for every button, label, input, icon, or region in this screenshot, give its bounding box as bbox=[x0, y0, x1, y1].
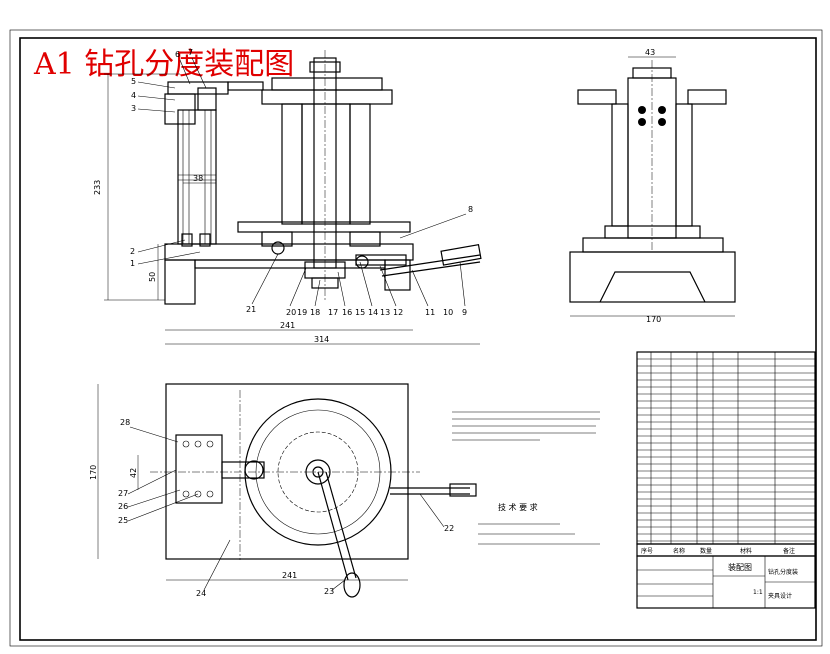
outer-frame bbox=[9, 29, 823, 647]
col-qty: 数量 bbox=[700, 547, 712, 555]
balloon-18: 18 bbox=[310, 308, 320, 317]
balloon-6: 6 bbox=[175, 50, 180, 59]
title-block: 序号 名称 数量 材料 备注 装配图 钻孔分度装 夹具设计 1:1 bbox=[636, 543, 816, 609]
side-view: 43 170 bbox=[569, 48, 736, 324]
top-balloons: 28 27 26 25 24 23 22 bbox=[118, 418, 454, 598]
balloon-11: 11 bbox=[425, 308, 435, 317]
drawing-title: A1 钻孔分度装配图 bbox=[33, 47, 294, 82]
balloon-26: 26 bbox=[118, 502, 128, 511]
scale: 1:1 bbox=[753, 589, 763, 596]
tech-req-title: 技 术 要 求 bbox=[498, 502, 538, 512]
drawing-name: 装配图 bbox=[728, 562, 752, 572]
col-remark: 备注 bbox=[783, 547, 795, 555]
dim-front-width-a: 241 bbox=[280, 321, 295, 330]
balloon-12: 12 bbox=[393, 308, 403, 317]
balloon-14: 14 bbox=[368, 308, 378, 317]
balloon-8: 8 bbox=[468, 205, 473, 214]
unit-name-2: 夹具设计 bbox=[768, 592, 792, 600]
col-name: 名称 bbox=[673, 547, 685, 555]
balloon-1: 1 bbox=[130, 259, 135, 268]
balloon-2: 2 bbox=[130, 247, 135, 256]
balloon-21: 21 bbox=[246, 305, 256, 314]
top-view bbox=[150, 383, 477, 598]
dim-side-width: 170 bbox=[646, 315, 661, 324]
parts-list bbox=[636, 351, 816, 545]
front-balloons: 5 4 3 6 7 8 2 1 bbox=[130, 48, 473, 268]
col-mat: 材料 bbox=[740, 547, 752, 555]
balloon-10: 10 bbox=[443, 308, 453, 317]
front-dimensions: 233 50 38 241 314 bbox=[93, 73, 480, 345]
dim-front-base: 50 bbox=[148, 272, 157, 282]
balloon-17: 17 bbox=[328, 308, 338, 317]
balloon-22: 22 bbox=[444, 524, 454, 533]
balloon-27: 27 bbox=[118, 489, 128, 498]
balloon-7: 7 bbox=[188, 48, 193, 57]
dim-front-height: 233 bbox=[93, 180, 102, 195]
unit-name: 钻孔分度装 bbox=[768, 568, 798, 576]
balloon-20: 20 bbox=[286, 308, 296, 317]
balloon-9: 9 bbox=[462, 308, 467, 317]
balloon-23: 23 bbox=[324, 587, 334, 596]
front-view bbox=[164, 50, 482, 305]
balloon-13: 13 bbox=[380, 308, 390, 317]
dim-top-width: 241 bbox=[282, 571, 297, 580]
tech-notes: 技 术 要 求 bbox=[452, 411, 600, 545]
dim-top-height: 170 bbox=[89, 465, 98, 480]
balloon-28: 28 bbox=[120, 418, 130, 427]
dim-side-top: 43 bbox=[645, 48, 655, 57]
dim-front-inner: 38 bbox=[193, 174, 203, 183]
front-bottom-balloons: 21 20 19 18 17 16 15 14 13 12 11 10 9 bbox=[246, 253, 467, 317]
col-seq: 序号 bbox=[641, 547, 653, 555]
dim-top-inner: 42 bbox=[129, 468, 138, 478]
dim-front-width-b: 314 bbox=[314, 335, 329, 344]
balloon-15: 15 bbox=[355, 308, 365, 317]
balloon-24: 24 bbox=[196, 589, 206, 598]
balloon-16: 16 bbox=[342, 308, 352, 317]
balloon-19: 19 bbox=[297, 308, 307, 317]
top-dimensions: 170 42 241 bbox=[89, 384, 408, 581]
inner-frame bbox=[19, 37, 817, 641]
balloon-4: 4 bbox=[131, 91, 136, 100]
balloon-3: 3 bbox=[131, 104, 136, 113]
balloon-5: 5 bbox=[131, 77, 136, 86]
balloon-25: 25 bbox=[118, 516, 128, 525]
